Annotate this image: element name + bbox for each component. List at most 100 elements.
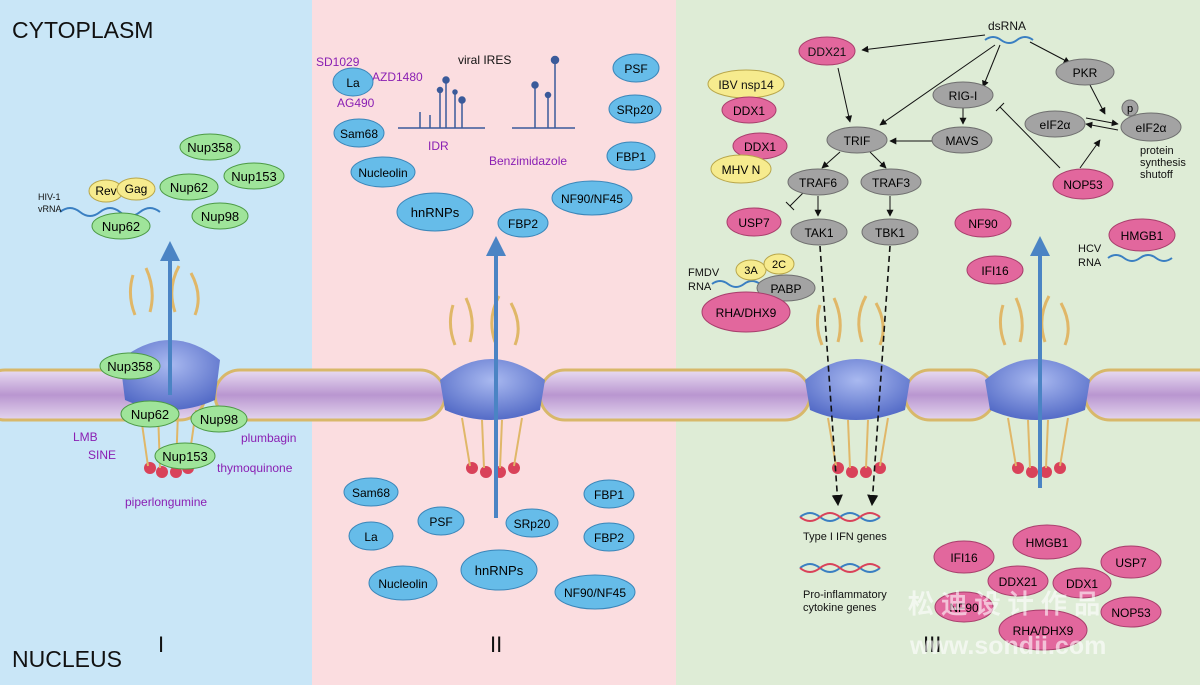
node-fmdv-2c: 2C bbox=[763, 253, 795, 275]
svg-text:NF90: NF90 bbox=[968, 217, 998, 231]
node-nf90-cyto: NF90/NF45 bbox=[551, 180, 633, 216]
panel-2: viral IRES IDR SD1029 AZD1480 AG490 Benz… bbox=[316, 53, 662, 610]
panel-number-3: III bbox=[923, 632, 941, 657]
svg-text:PABP: PABP bbox=[770, 282, 801, 296]
nuclear-pore-3 bbox=[805, 295, 910, 478]
svg-text:MAVS: MAVS bbox=[945, 134, 978, 148]
node-nf90-cyto: NF90 bbox=[954, 208, 1012, 238]
node-ddx1-b: DDX1 bbox=[732, 132, 788, 160]
node-nup358-cyto: Nup358 bbox=[179, 133, 241, 161]
node-nop53-cyto: NOP53 bbox=[1052, 168, 1114, 200]
svg-text:Nup153: Nup153 bbox=[231, 169, 277, 184]
svg-text:SRp20: SRp20 bbox=[617, 103, 654, 117]
svg-text:USP7: USP7 bbox=[738, 216, 770, 230]
svg-text:FBP2: FBP2 bbox=[508, 217, 538, 231]
node-tbk1: TBK1 bbox=[861, 218, 919, 246]
svg-text:RIG-I: RIG-I bbox=[949, 89, 978, 103]
svg-text:TRIF: TRIF bbox=[844, 134, 871, 148]
svg-text:Nup62: Nup62 bbox=[131, 407, 169, 422]
drug-plumbagin: plumbagin bbox=[241, 431, 296, 445]
svg-text:DDX1: DDX1 bbox=[733, 104, 765, 118]
panel-number-2: II bbox=[490, 632, 502, 657]
node-fbp1-nuc: FBP1 bbox=[583, 479, 635, 509]
svg-text:HMGB1: HMGB1 bbox=[1121, 229, 1164, 243]
svg-text:p: p bbox=[1127, 103, 1133, 115]
svg-text:PKR: PKR bbox=[1073, 66, 1098, 80]
svg-text:Nup62: Nup62 bbox=[170, 180, 208, 195]
node-la-nuc: La bbox=[348, 521, 394, 551]
svg-text:NF90/NF45: NF90/NF45 bbox=[564, 586, 626, 600]
svg-text:SRp20: SRp20 bbox=[514, 517, 551, 531]
nuclear-pore-4 bbox=[985, 295, 1090, 478]
node-usp7-nuc: USP7 bbox=[1100, 545, 1162, 579]
node-sam68-nuc: Sam68 bbox=[343, 477, 399, 507]
node-nf90-nuc: NF90/NF45 bbox=[554, 574, 636, 610]
node-fmdv-3a: 3A bbox=[735, 259, 767, 281]
svg-text:TRAF3: TRAF3 bbox=[872, 176, 910, 190]
node-rev: Rev bbox=[88, 179, 124, 203]
export-arrows bbox=[160, 236, 1050, 518]
svg-text:hnRNPs: hnRNPs bbox=[475, 563, 524, 578]
node-nup62-cyto-2: Nup62 bbox=[159, 173, 219, 201]
svg-text:MHV N: MHV N bbox=[722, 163, 761, 177]
svg-text:USP7: USP7 bbox=[1115, 556, 1147, 570]
svg-text:DDX21: DDX21 bbox=[999, 575, 1038, 589]
node-fbp2-cyto: FBP2 bbox=[497, 208, 549, 238]
node-nup153-pore: Nup153 bbox=[154, 442, 216, 470]
node-nup153-cyto: Nup153 bbox=[223, 162, 285, 190]
drug-sine: SINE bbox=[88, 448, 116, 462]
svg-text:Nup358: Nup358 bbox=[187, 140, 233, 155]
node-nup98-cyto: Nup98 bbox=[191, 202, 249, 230]
node-ddx21-nuc: DDX21 bbox=[987, 565, 1049, 597]
viral-ires-structure bbox=[398, 55, 575, 129]
svg-text:La: La bbox=[346, 76, 360, 90]
node-psf-cyto: PSF bbox=[612, 53, 660, 83]
dna-helix-2 bbox=[799, 563, 881, 573]
node-mhv-n: MHV N bbox=[710, 154, 772, 184]
svg-text:Gag: Gag bbox=[125, 182, 148, 196]
drug-piperlongumine: piperlongumine bbox=[125, 495, 207, 509]
type1-ifn-genes-label: Type I IFN genes bbox=[803, 531, 887, 543]
node-rha-nuc: RHA/DHX9 bbox=[998, 609, 1088, 651]
drug-thymoquinone: thymoquinone bbox=[217, 461, 293, 475]
node-rig-i: RIG-I bbox=[932, 81, 994, 109]
node-ddx21-cyto: DDX21 bbox=[798, 36, 856, 66]
node-traf6: TRAF6 bbox=[787, 168, 849, 196]
svg-text:NF90/NF45: NF90/NF45 bbox=[561, 192, 623, 206]
svg-text:Rev: Rev bbox=[95, 184, 116, 198]
svg-text:3A: 3A bbox=[744, 265, 758, 277]
watermark-cn: 松 迪 设 计 作 品 bbox=[908, 589, 1100, 619]
node-fbp1-cyto: FBP1 bbox=[606, 141, 656, 171]
node-hnrnps-cyto: hnRNPs bbox=[396, 192, 474, 232]
svg-text:La: La bbox=[364, 530, 378, 544]
svg-text:PSF: PSF bbox=[429, 515, 452, 529]
node-pkr: PKR bbox=[1055, 58, 1115, 86]
drug-ag490: AG490 bbox=[337, 96, 375, 110]
signaling-arrows bbox=[785, 34, 1119, 217]
node-gag: Gag bbox=[116, 177, 156, 201]
node-nop53-nuc: NOP53 bbox=[1100, 596, 1162, 628]
svg-text:RHA/DHX9: RHA/DHX9 bbox=[716, 306, 777, 320]
svg-text:eIF2α: eIF2α bbox=[1136, 121, 1167, 135]
svg-text:Nucleolin: Nucleolin bbox=[378, 577, 427, 591]
node-eif2a-p: eIF2α bbox=[1120, 112, 1182, 142]
node-hmgb1-nuc: HMGB1 bbox=[1012, 524, 1082, 560]
node-nucleolin-nuc: Nucleolin bbox=[368, 565, 438, 601]
svg-text:TBK1: TBK1 bbox=[875, 226, 905, 240]
node-psf-nuc: PSF bbox=[417, 506, 465, 536]
svg-text:IBV nsp14: IBV nsp14 bbox=[718, 78, 774, 92]
fmdv-rna-strand bbox=[711, 280, 761, 288]
drug-benzimidazole: Benzimidazole bbox=[489, 154, 567, 168]
node-trif: TRIF bbox=[826, 126, 888, 154]
drug-azd1480: AZD1480 bbox=[372, 70, 423, 84]
nucleus-label: NUCLEUS bbox=[12, 646, 122, 672]
node-ddx1-a: DDX1 bbox=[721, 96, 777, 124]
svg-text:Nup98: Nup98 bbox=[200, 412, 238, 427]
dsrna-label: dsRNA bbox=[988, 19, 1026, 33]
svg-text:DDX1: DDX1 bbox=[1066, 577, 1098, 591]
